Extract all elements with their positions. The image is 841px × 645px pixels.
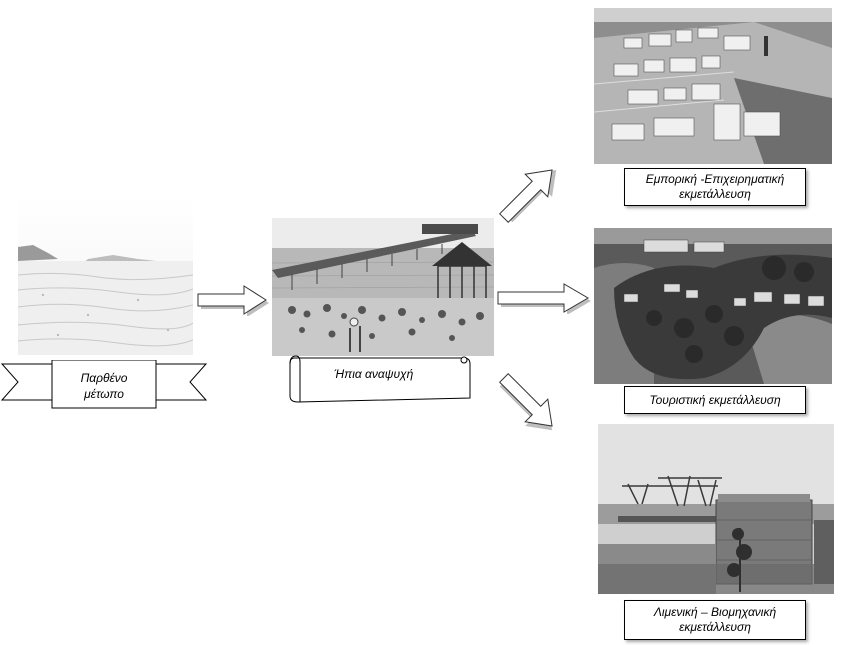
recreation-label: Ήπια αναψυχή (334, 367, 414, 381)
arrow-up-right-icon (499, 169, 557, 223)
tourist-caption-line1: Τουριστική εκμετάλλευση (649, 392, 781, 407)
virgin-coast-photo (18, 195, 193, 355)
pier-recreation-photo (272, 218, 494, 356)
virgin-coast-label-line2: μέτωπο (84, 387, 124, 401)
port-caption-line1: Λιμενική – Βιομηχανική (653, 605, 777, 619)
port-caption-line2: εκμετάλλευση (679, 620, 751, 634)
tourist-caption: Τουριστική εκμετάλλευση (624, 386, 806, 414)
arrow-down-right-icon (499, 373, 553, 431)
tourist-coast-photo (594, 228, 832, 384)
commercial-caption: Εμπορική -Επιχειρηματική εκμετάλλευση (624, 168, 806, 206)
arrow-right-icon (197, 285, 269, 316)
commercial-caption-line1: Εμπορική -Επιχειρηματική (645, 172, 785, 186)
virgin-coast-ribbon (0, 360, 208, 409)
virgin-coast-label: Παρθένο μέτωπο (52, 364, 156, 408)
commercial-caption-line2: εκμετάλλευση (679, 187, 751, 201)
virgin-coast-label-line1: Παρθένο (80, 371, 128, 385)
port-industrial-photo (598, 424, 834, 594)
recreation-scroll (289, 355, 471, 403)
commercial-model-photo (594, 8, 832, 164)
port-caption: Λιμενική – Βιομηχανική εκμετάλλευση (624, 600, 806, 640)
arrow-right-icon (497, 283, 591, 314)
